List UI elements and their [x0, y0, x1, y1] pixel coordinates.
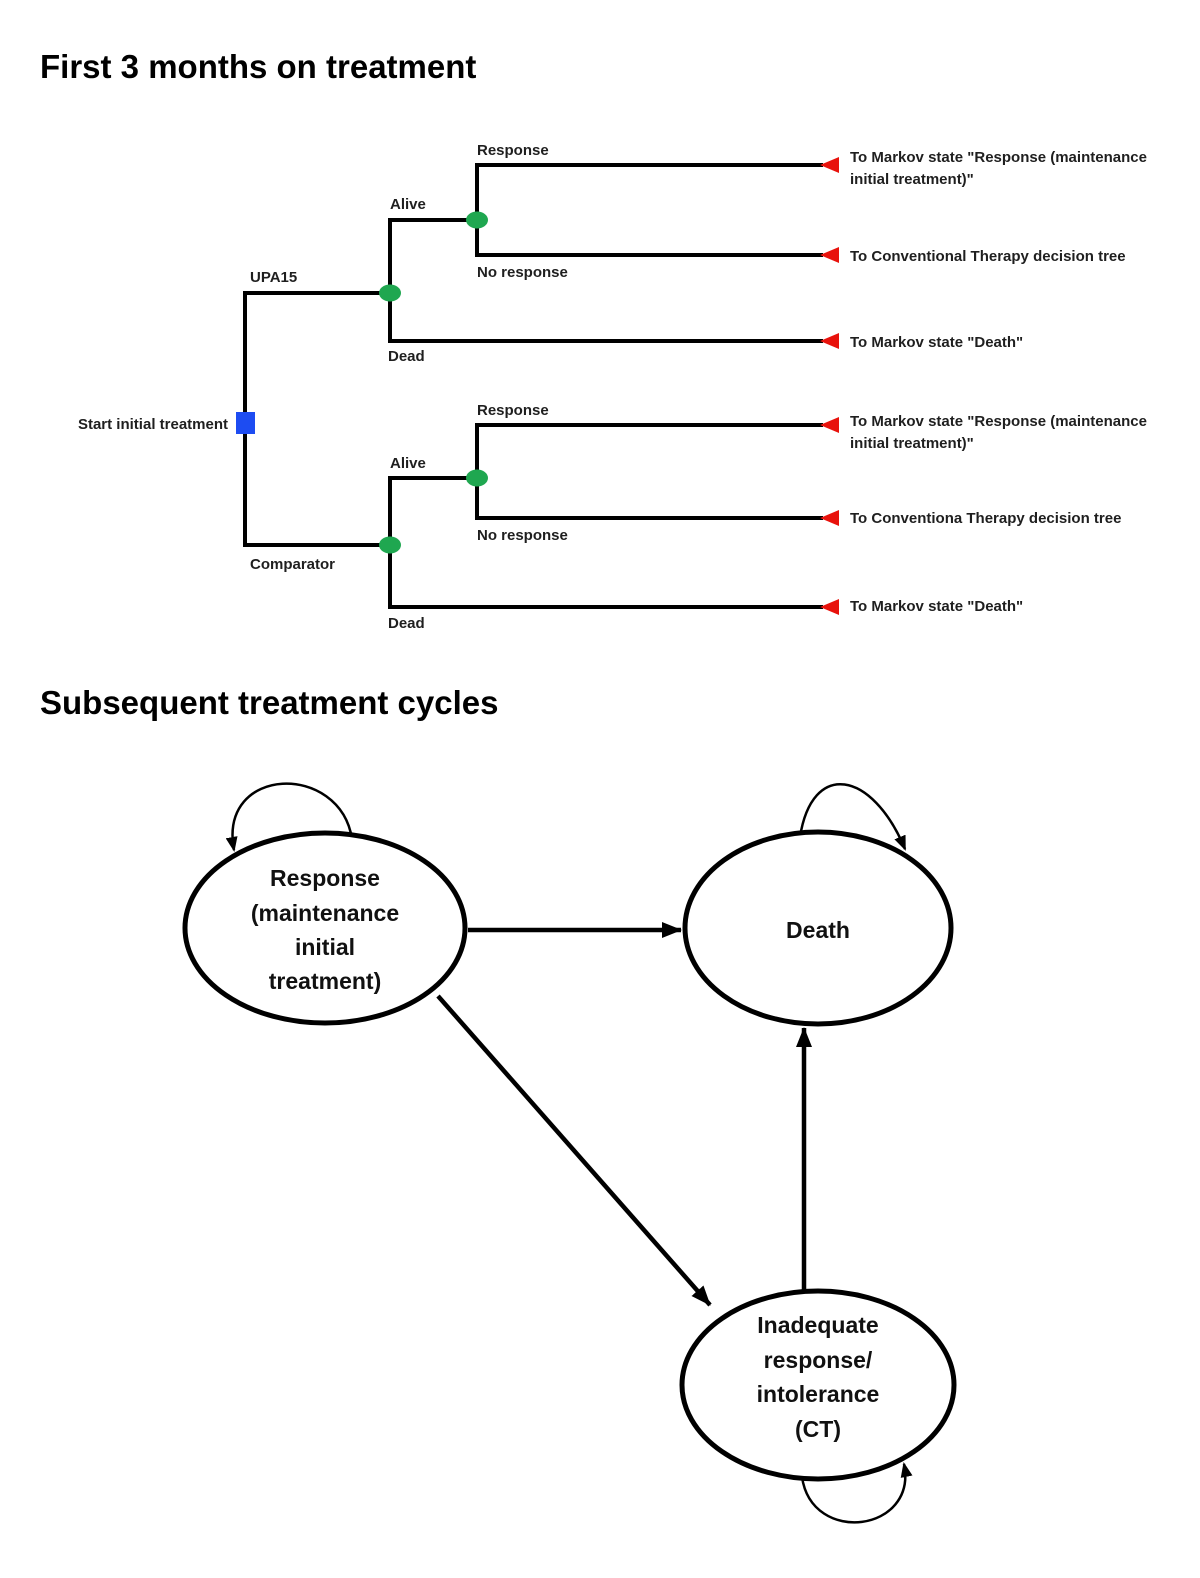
- branch-label-response-1: Response: [477, 142, 549, 159]
- svg-text:To Conventional Therapy decisi: To Conventional Therapy decision tree: [850, 248, 1126, 265]
- svg-text:To Markov state "Response (mai: To Markov state "Response (maintenance: [850, 149, 1147, 166]
- chance-node-upa15: [379, 284, 401, 302]
- state-ellipse-death: [682, 829, 954, 1027]
- svg-text:To Markov state "Death": To Markov state "Death": [850, 598, 1023, 615]
- branch-label-upa15: UPA15: [250, 269, 297, 286]
- death-self-loop-arrow: [798, 782, 907, 851]
- branch-label-no-response-1: No response: [477, 264, 568, 281]
- state-response: Response (maintenance initial treatment): [182, 830, 468, 1026]
- state-inadequate: Inadequate response/ intolerance (CT): [679, 1288, 957, 1482]
- terminal-label-4: To Markov state "Response (maintenance i…: [850, 413, 1147, 452]
- svg-text:Response: Response: [270, 865, 380, 891]
- svg-text:Inadequate: Inadequate: [757, 1312, 878, 1338]
- state-ellipse-response: [182, 830, 468, 1026]
- terminal-label-5: To Conventiona Therapy decision tree: [850, 510, 1121, 527]
- terminal-label-2: To Conventional Therapy decision tree: [850, 248, 1126, 265]
- svg-text:(CT): (CT): [795, 1416, 841, 1442]
- section-heading-subsequent-cycles: Subsequent treatment cycles: [40, 684, 499, 721]
- terminal-label-1: To Markov state "Response (maintenance i…: [850, 149, 1147, 188]
- terminal-label-3: To Markov state "Death": [850, 334, 1023, 351]
- svg-text:To Conventiona Therapy decisio: To Conventiona Therapy decision tree: [850, 510, 1121, 527]
- terminal-node-1: [820, 157, 839, 173]
- branch-label-no-response-2: No response: [477, 527, 568, 544]
- decision-node-square: [236, 412, 255, 434]
- svg-text:(maintenance: (maintenance: [251, 900, 399, 926]
- markov-diagram: Response (maintenance initial treatment)…: [182, 782, 957, 1524]
- branch-label-response-2: Response: [477, 402, 549, 419]
- state-ellipse-inadequate: [679, 1288, 957, 1482]
- chance-node-alive-2: [466, 469, 488, 487]
- svg-text:Death: Death: [786, 917, 850, 943]
- svg-text:treatment): treatment): [269, 968, 381, 994]
- chance-node-alive-1: [466, 211, 488, 229]
- branch-label-comparator: Comparator: [250, 556, 335, 573]
- branch-label-alive-2: Alive: [390, 455, 426, 472]
- response-to-inadequate-arrow: [436, 994, 712, 1307]
- terminal-node-2: [820, 247, 839, 263]
- branch-label-dead-1: Dead: [388, 348, 425, 365]
- terminal-node-6: [820, 599, 839, 615]
- svg-text:response/: response/: [764, 1347, 873, 1373]
- state-death: Death: [682, 829, 954, 1027]
- decision-tree: Start initial treatment UPA15 Alive Resp…: [78, 142, 1147, 632]
- svg-text:intolerance: intolerance: [757, 1381, 880, 1407]
- terminal-node-4: [820, 417, 839, 433]
- inadequate-self-loop-arrow: [800, 1462, 913, 1524]
- response-self-loop-arrow: [225, 782, 354, 852]
- svg-text:initial treatment)": initial treatment)": [850, 171, 974, 188]
- svg-text:initial: initial: [295, 934, 355, 960]
- svg-text:initial treatment)": initial treatment)": [850, 435, 974, 452]
- terminal-label-6: To Markov state "Death": [850, 598, 1023, 615]
- svg-text:To Markov state "Response (mai: To Markov state "Response (maintenance: [850, 413, 1147, 430]
- root-label: Start initial treatment: [78, 416, 228, 433]
- chance-node-comparator: [379, 536, 401, 554]
- terminal-node-3: [820, 333, 839, 349]
- terminal-node-5: [820, 510, 839, 526]
- section-heading-first-3-months: First 3 months on treatment: [40, 48, 476, 85]
- svg-text:To Markov state "Death": To Markov state "Death": [850, 334, 1023, 351]
- branch-label-alive-1: Alive: [390, 196, 426, 213]
- branch-label-dead-2: Dead: [388, 615, 425, 632]
